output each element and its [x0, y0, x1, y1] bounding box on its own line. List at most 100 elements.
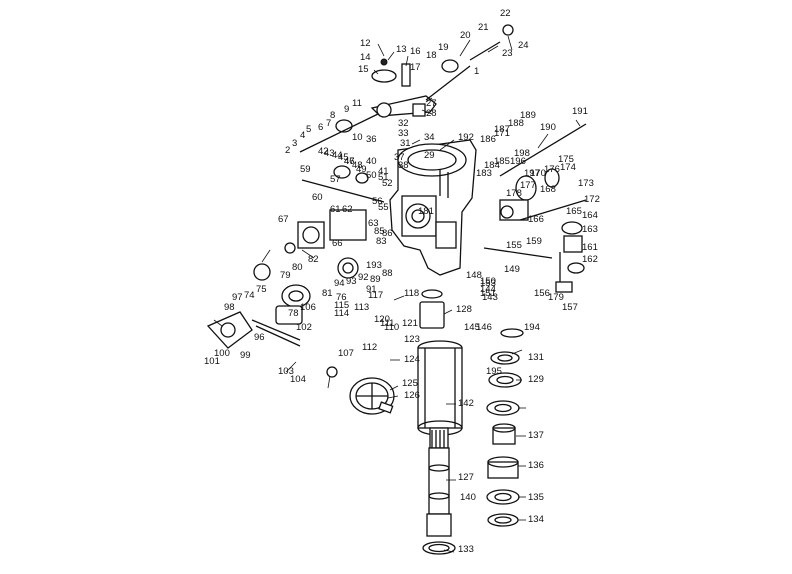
part-callout-19: 19	[438, 42, 449, 53]
part-callout-118: 118	[404, 288, 419, 299]
part-callout-137: 137	[528, 430, 544, 441]
part-callout-165: 165	[566, 206, 582, 217]
part-callout-43: 43	[324, 148, 335, 159]
part-callout-155: 155	[506, 240, 522, 251]
part-callout-144: 144	[480, 284, 496, 295]
part-callout-166: 166	[528, 214, 544, 225]
part-callout-162: 162	[582, 254, 598, 265]
part-callout-75: 75	[256, 284, 267, 295]
part-callout-80: 80	[292, 262, 303, 273]
part-callout-11: 11	[352, 98, 362, 109]
part-callout-22: 22	[500, 8, 511, 19]
part-callout-46: 46	[344, 156, 355, 167]
part-callout-51: 51	[378, 172, 389, 183]
part-callout-156: 156	[534, 288, 550, 299]
part-callout-52: 52	[382, 178, 393, 189]
part-callout-17: 17	[410, 62, 421, 73]
part-callout-197: 197	[524, 168, 540, 179]
part-callout-129: 129	[528, 374, 544, 385]
part-callout-42: 42	[318, 146, 329, 157]
part-callout-194: 194	[524, 322, 540, 333]
part-callout-131: 131	[528, 352, 544, 363]
part-callout-173: 173	[578, 178, 594, 189]
part-callout-140: 140	[460, 492, 476, 503]
part-callout-150: 150	[480, 276, 496, 287]
part-callout-188: 188	[508, 118, 524, 129]
part-callout-159: 159	[526, 236, 542, 247]
part-callout-98: 98	[224, 302, 235, 313]
part-callout-47: 47	[344, 156, 355, 167]
part-callout-113: 113	[354, 302, 369, 313]
leader-lines	[213, 35, 581, 553]
part-callout-185: 185	[494, 156, 510, 167]
part-callout-8: 8	[330, 110, 335, 121]
part-callout-92: 92	[358, 272, 369, 283]
part-callout-6: 6	[318, 122, 323, 133]
part-callout-41: 41	[378, 166, 389, 177]
left-gear-train	[206, 165, 385, 378]
part-callout-21: 21	[478, 22, 489, 33]
part-callout-196: 196	[510, 156, 526, 167]
part-callout-135: 135	[528, 492, 544, 503]
part-callout-12: 12	[360, 38, 371, 49]
part-callout-57: 57	[330, 174, 341, 185]
part-callout-149: 149	[504, 264, 520, 275]
part-callout-44: 44	[332, 150, 343, 161]
part-callout-55: 55	[378, 202, 389, 213]
part-callout-117: 117	[368, 290, 383, 301]
part-callout-128: 128	[456, 304, 472, 315]
part-callout-102: 102	[296, 322, 312, 333]
part-callout-101: 101	[204, 356, 220, 367]
part-callout-106: 106	[300, 302, 316, 313]
part-callout-1: 1	[474, 66, 479, 77]
part-callout-183: 183	[476, 168, 492, 179]
part-callout-4: 4	[300, 130, 305, 141]
part-callout-88: 88	[382, 268, 393, 279]
part-callout-81: 81	[322, 288, 333, 299]
part-callout-48: 48	[352, 160, 363, 171]
part-callout-45: 45	[338, 152, 349, 163]
part-callout-126: 126	[404, 390, 420, 401]
part-callout-99: 99	[240, 350, 251, 361]
part-callout-181: 181	[418, 206, 434, 217]
part-callout-114: 114	[334, 308, 349, 319]
part-callout-3: 3	[292, 138, 297, 149]
part-callout-103: 103	[278, 366, 294, 377]
part-callout-148: 148	[466, 270, 482, 281]
part-callout-9: 9	[344, 104, 349, 115]
part-callout-20: 20	[460, 30, 471, 41]
part-callout-66: 66	[332, 238, 343, 249]
part-callout-145: 145	[464, 322, 480, 333]
part-callout-62: 62	[342, 204, 353, 215]
part-callout-63: 63	[368, 218, 379, 229]
part-callout-94: 94	[334, 278, 345, 289]
part-callout-67: 67	[278, 214, 289, 225]
part-callout-136: 136	[528, 460, 544, 471]
part-callout-184: 184	[484, 160, 500, 171]
part-callout-146: 146	[476, 322, 492, 333]
part-callout-93: 93	[346, 276, 357, 287]
part-callout-13: 13	[396, 44, 407, 55]
part-callout-56: 56	[372, 196, 383, 207]
part-callout-175: 175	[558, 154, 574, 165]
part-callout-178: 178	[506, 188, 522, 199]
part-callout-97: 97	[232, 292, 243, 303]
part-callout-32: 32	[398, 118, 409, 129]
part-callout-16: 16	[410, 46, 421, 57]
part-callout-151: 151	[480, 288, 496, 299]
part-callout-31: 31	[400, 138, 411, 149]
part-callout-134: 134	[528, 514, 544, 525]
part-callout-24: 24	[518, 40, 529, 51]
part-callout-157: 157	[562, 302, 578, 313]
part-callout-123: 123	[404, 334, 420, 345]
part-callout-171: 171	[494, 128, 510, 139]
part-callout-14: 14	[360, 52, 371, 63]
part-callout-193: 193	[366, 260, 382, 271]
part-callout-187: 187	[494, 124, 510, 135]
part-callout-110: 110	[384, 322, 399, 333]
part-callout-142: 142	[458, 398, 474, 409]
part-callout-29: 29	[424, 150, 435, 161]
